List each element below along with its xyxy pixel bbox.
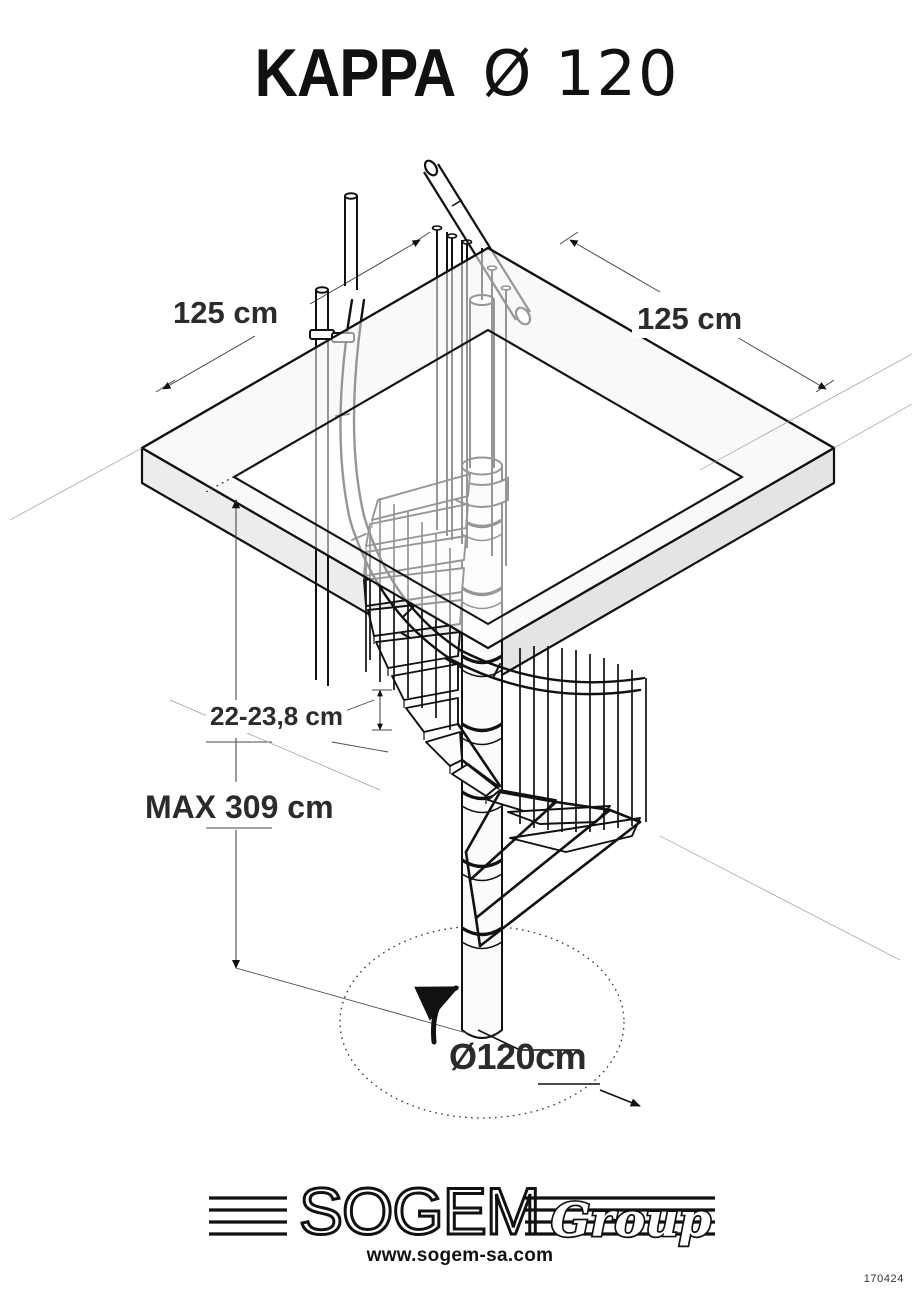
ext-line-right-b bbox=[815, 379, 835, 393]
tread-support-struts bbox=[456, 722, 642, 948]
diameter-leader-right bbox=[599, 1089, 641, 1107]
dimension-lines-vertical bbox=[205, 469, 471, 1035]
logo-lines-left bbox=[209, 1196, 287, 1236]
tread-02 bbox=[509, 817, 641, 853]
diameter-leader-left bbox=[477, 1029, 580, 1051]
logo-artwork: SOGEM Group bbox=[209, 1173, 715, 1250]
dim-line-right-seg2 bbox=[734, 335, 827, 390]
dimension-label-riser-height: 22-23,8 cm bbox=[206, 700, 347, 733]
ext-line-left-b bbox=[411, 231, 431, 245]
handrail-upper-stub bbox=[344, 192, 358, 290]
dimension-label-stair-diameter: Ø120cm bbox=[449, 1036, 587, 1077]
title-diameter-spec: Ø 120 bbox=[482, 36, 680, 110]
page-title: KAPPA Ø 120 bbox=[0, 34, 920, 112]
dim-line-left-seg2 bbox=[309, 239, 421, 305]
ext-line-right-a bbox=[559, 231, 579, 245]
diameter-annotation bbox=[414, 985, 641, 1107]
tread-09 bbox=[375, 631, 461, 669]
guide-lines bbox=[9, 353, 913, 961]
tread-06 bbox=[425, 731, 463, 767]
rail-clamp-a bbox=[309, 329, 335, 340]
ext-line-left-a bbox=[155, 379, 176, 393]
riser-leader-bottom bbox=[331, 741, 389, 753]
rotation-arrow bbox=[414, 985, 460, 1045]
dim-pickup-dotted bbox=[205, 469, 247, 493]
dim-baseline-leader bbox=[235, 967, 471, 1035]
reference-code: 170424 bbox=[863, 1273, 904, 1285]
dimension-label-width-left: 125 cm bbox=[168, 294, 284, 332]
dimension-lines-plan bbox=[155, 231, 835, 393]
slab-transparency-overlay bbox=[140, 246, 836, 650]
logo-lines-right bbox=[525, 1196, 715, 1236]
tread-lower-set bbox=[391, 663, 641, 853]
dimension-label-width-right: 125 cm bbox=[632, 300, 748, 338]
logo-group-script: Group bbox=[551, 1193, 711, 1247]
dimension-label-total-height: MAX 309 cm bbox=[140, 788, 339, 827]
handrail-joint-band bbox=[451, 199, 463, 207]
tread-08 bbox=[391, 663, 459, 701]
dim-line-left-seg1 bbox=[162, 335, 256, 390]
logo-wordmark: SOGEM bbox=[299, 1174, 540, 1248]
dim-line-right-seg1 bbox=[569, 239, 661, 293]
title-model: KAPPA bbox=[254, 35, 456, 111]
sogem-logo: SOGEM Group bbox=[207, 1172, 717, 1270]
logo-url: www.sogem-sa.com bbox=[366, 1245, 554, 1266]
